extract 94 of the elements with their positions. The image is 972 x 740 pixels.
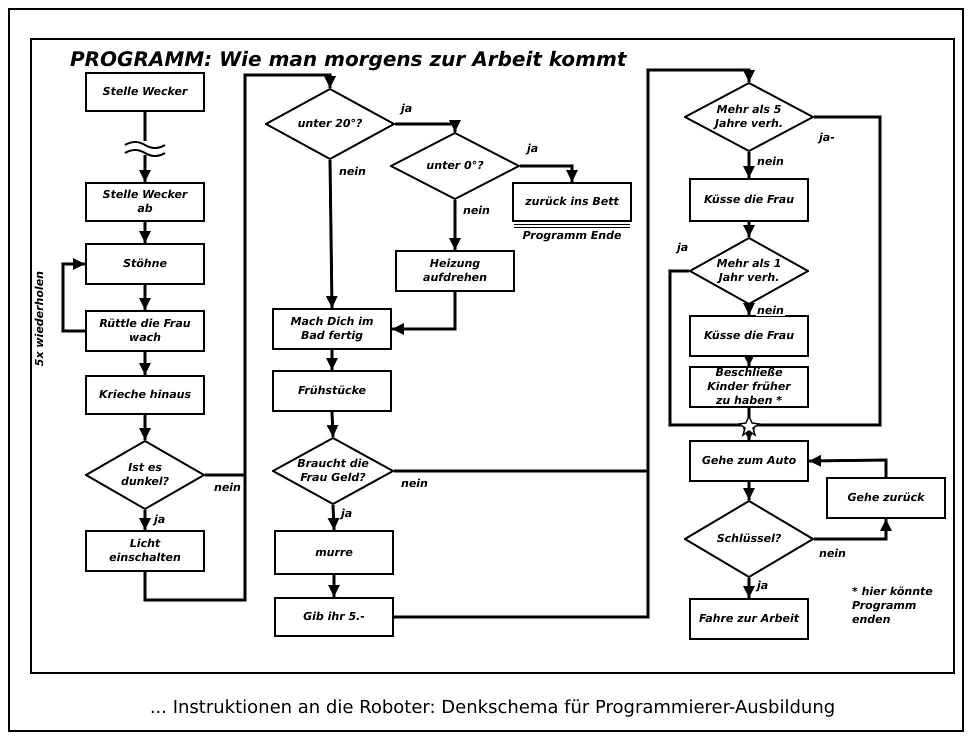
footnote: * hier könnte Programm enden [852,585,934,626]
node-text: zurück ins Bett [525,195,619,209]
node-text: Schlüssel? [716,532,782,546]
flow-arrow [743,152,755,178]
edge-label: ja [400,103,414,114]
process-box [85,310,205,352]
node-text: Rüttle die Frau wach [98,317,192,345]
flow-arrow [743,578,755,598]
node-text: unter 20°? [298,117,362,131]
decision-diamond [85,440,205,510]
process-box [85,530,205,572]
node-text: Fahre zur Arbeit [699,612,799,626]
node-text: Beschließe Kinder früher zu haben * [706,366,792,408]
flow-arrow [743,408,755,440]
flow-arrow [394,68,755,618]
node-text: Ist es dunkel? [120,461,170,489]
node-text: Küsse die Frau [704,329,794,343]
node-text: murre [315,546,353,560]
process-box [689,440,809,482]
process-box [85,182,205,222]
decision-diamond [684,82,814,152]
edge-label: nein [818,548,847,559]
flow-arrow [326,160,338,308]
node-text: Frühstücke [298,384,366,398]
process-box [395,250,515,292]
process-box [689,315,809,357]
edge-label: 5x wiederholen [34,270,45,368]
flow-arrow [743,303,755,315]
node-text: Stöhne [123,257,167,271]
flow-arrow [139,222,151,243]
process-box [826,477,946,519]
decision-diamond [684,500,814,578]
decision-diamond [265,88,395,160]
diagram-title: PROGRAMM: Wie man morgens zur Arbeit kommt [70,46,626,73]
flow-arrow [395,120,461,132]
edge-label: nein [400,478,429,489]
process-box [689,366,809,408]
process-box [272,370,392,412]
caption: ... Instruktionen an die Roboter: Denkschema für Programmierer-Ausbildung [148,696,836,720]
decision-diamond [390,132,520,200]
flow-arrow [449,200,461,250]
flow-arrow [139,415,151,440]
process-box [85,243,205,285]
node-text: unter 0°? [426,159,484,173]
process-box [689,598,809,640]
process-box [272,308,392,350]
flow-arrow [520,164,578,182]
edge-label: ja- [818,132,836,143]
node-text: Mach Dich im Bad fertig [290,315,374,343]
flow-arrow [139,112,151,182]
node-text: Stelle Wecker [102,85,188,99]
flow-arrow [743,482,755,500]
flow-arrow [392,292,456,335]
node-text: Mehr als 5 Jahre verh. [712,103,784,131]
end-note: Programm Ende [514,224,630,244]
flow-arrow [139,510,151,530]
process-box [689,178,809,222]
node-text: Gehe zum Auto [702,454,796,468]
edge-label: nein [213,482,242,493]
edge-label: ja [153,514,166,525]
flow-arrow [139,285,151,310]
decision-diamond [689,237,809,305]
node-text: Gib ihr 5.- [303,610,365,624]
flow-arrow [326,412,339,438]
process-box [85,375,205,415]
process-box [274,530,394,575]
edge-label: nein [462,205,491,216]
edge-label: ja [340,508,354,519]
edge-label: nein [756,305,785,316]
edge-label: ja [526,143,540,154]
decision-diamond [272,437,394,505]
flow-arrow [62,258,85,332]
edge-label: ja [756,580,770,591]
flow-arrow [328,504,340,530]
process-box [274,597,394,637]
flow-arrow [326,350,338,370]
node-text: Heizung aufdrehen [422,257,488,285]
flow-arrow [328,575,340,597]
edge-label: ja [676,242,690,253]
edge-label: nein [338,166,367,177]
flow-arrow [139,352,151,375]
flow-arrow [808,454,888,477]
edge-label: nein [756,156,785,167]
node-text: Stelle Wecker ab [102,188,189,216]
flow-arrow [144,74,336,602]
process-box [85,72,205,112]
node-text: Gehe zurück [848,491,924,505]
node-text: Mehr als 1 Jahr verh. [716,257,782,285]
flow-arrow [743,222,755,237]
node-text: Braucht die Frau Geld? [296,457,370,485]
node-text: Licht einschalten [108,537,182,565]
node-text: Krieche hinaus [98,388,192,402]
flow-arrow [814,519,892,540]
node-text: Küsse die Frau [704,193,794,207]
